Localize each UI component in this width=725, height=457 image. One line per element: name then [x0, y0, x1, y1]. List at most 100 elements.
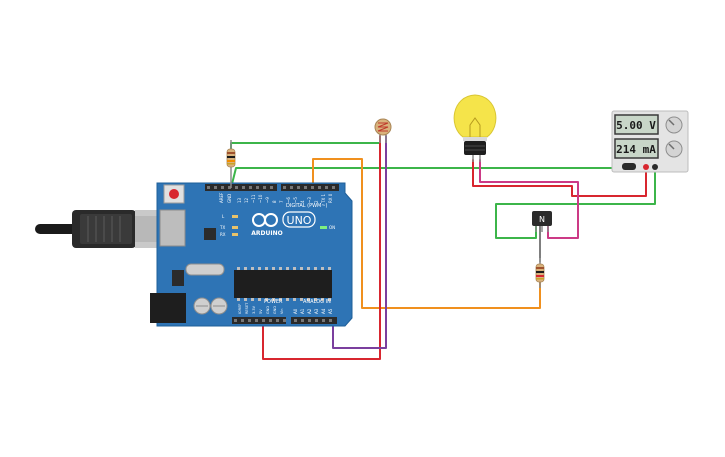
analog-pin-hole[interactable] [294, 319, 297, 322]
digital-header-label: DIGITAL (PWM~) [286, 203, 328, 209]
voltage-regulator [172, 270, 184, 286]
photoresistor[interactable] [374, 118, 392, 143]
power-jack [150, 293, 186, 323]
power-pin-hole[interactable] [234, 319, 237, 322]
digital-pin-label: 7 [279, 200, 284, 203]
digital-pin-hole[interactable] [263, 186, 266, 189]
digital-pin-holes [207, 186, 335, 189]
arduino-logo: ARDUINO UNO [251, 211, 316, 237]
npn-transistor[interactable]: N [532, 211, 552, 232]
digital-pin-hole[interactable] [332, 186, 335, 189]
reset-button-cap[interactable] [169, 189, 179, 199]
digital-pin-hole[interactable] [304, 186, 307, 189]
mcu-pins [237, 267, 331, 301]
analog-pin-hole[interactable] [315, 319, 318, 322]
analog-pin-hole[interactable] [301, 319, 304, 322]
analog-pin-label: A1 [300, 308, 305, 314]
pull-resistor[interactable] [226, 140, 236, 188]
usb-jack [159, 209, 186, 247]
digital-pin-label: ~9 [265, 197, 270, 203]
microcontroller [234, 270, 332, 298]
wire-purple-a0[interactable] [332, 135, 387, 349]
gnd-label: GND [227, 194, 232, 203]
wires [230, 135, 656, 360]
digital-pin-hole[interactable] [214, 186, 217, 189]
power-pin-label: GND [273, 306, 277, 314]
voltage-readout: 5.00 V [616, 119, 656, 132]
digital-pin-hole[interactable] [256, 186, 259, 189]
power-pin-label: Vin [280, 308, 284, 314]
digital-pin-hole[interactable] [290, 186, 293, 189]
digital-pin-hole[interactable] [228, 186, 231, 189]
current-readout: 214 mA [616, 143, 656, 156]
digital-pin-hole[interactable] [318, 186, 321, 189]
analog-pin-hole[interactable] [308, 319, 311, 322]
usb-chip [204, 228, 216, 240]
on-led [320, 226, 327, 229]
wire-green-transistor[interactable] [495, 167, 656, 239]
rx-label: RX [220, 232, 226, 237]
wire-orange-base[interactable] [312, 158, 541, 309]
power-pin-hole[interactable] [248, 319, 251, 322]
analog-pin-hole[interactable] [329, 319, 332, 322]
light-bulb[interactable] [453, 94, 497, 162]
analog-pin-label: A2 [307, 308, 312, 314]
tx-label: TX [219, 225, 225, 230]
wire-green-supply[interactable] [230, 167, 631, 189]
voltage-display [614, 114, 659, 135]
power-pin-hole[interactable] [269, 319, 272, 322]
digital-pin-hole[interactable] [270, 186, 273, 189]
digital-pin-hole[interactable] [242, 186, 245, 189]
analog-header [291, 317, 337, 324]
ground-terminal[interactable] [622, 163, 636, 170]
wire-red-5v[interactable] [262, 135, 381, 360]
current-display [614, 138, 659, 159]
transistor-label: N [539, 215, 545, 224]
digital-pin-label: 4 [300, 200, 305, 203]
digital-pin-hole[interactable] [249, 186, 252, 189]
digital-pin-label: ~6 [286, 197, 291, 203]
crystal [185, 263, 225, 276]
l-label: L [222, 214, 225, 219]
wire-green-resistor[interactable] [230, 142, 381, 151]
wire-magenta-collector[interactable] [479, 159, 579, 239]
digital-pin-hole[interactable] [311, 186, 314, 189]
analog-pin-hole[interactable] [322, 319, 325, 322]
analog-header-label: ANALOG IN [303, 299, 331, 305]
base-resistor[interactable] [535, 258, 545, 288]
power-pin-hole[interactable] [276, 319, 279, 322]
analog-pin-label: A5 [328, 308, 333, 314]
digital-pin-label: 2 [314, 200, 319, 203]
power-pin-label: GND [266, 306, 270, 314]
analog-pin-label: A4 [321, 308, 326, 314]
digital-pin-hole[interactable] [221, 186, 224, 189]
digital-pin-hole[interactable] [207, 186, 210, 189]
digital-pin-hole[interactable] [235, 186, 238, 189]
digital-pin-hole[interactable] [325, 186, 328, 189]
power-pin-hole[interactable] [241, 319, 244, 322]
power-header-label: POWER [264, 299, 283, 305]
analog-pin-label: A0 [293, 308, 298, 314]
digital-header-right [281, 184, 339, 191]
wire-red-bulb[interactable] [472, 159, 647, 197]
power-pin-hole[interactable] [262, 319, 265, 322]
power-header [232, 317, 286, 324]
on-label: ON [329, 225, 335, 230]
digital-header-left [205, 184, 277, 191]
digital-pin-label: 8 [272, 200, 277, 203]
power-supply[interactable]: 5.00 V 214 mA [611, 110, 689, 173]
positive-terminal[interactable] [643, 164, 649, 170]
digital-pin-label: RX 0 [328, 193, 333, 203]
power-pin-label: RESET [245, 302, 249, 314]
power-pin-hole[interactable] [283, 319, 286, 322]
analog-pin-label: A3 [314, 308, 319, 314]
negative-terminal[interactable] [652, 164, 658, 170]
digital-pin-hole[interactable] [283, 186, 286, 189]
digital-pin-hole[interactable] [297, 186, 300, 189]
power-pin-hole[interactable] [255, 319, 258, 322]
